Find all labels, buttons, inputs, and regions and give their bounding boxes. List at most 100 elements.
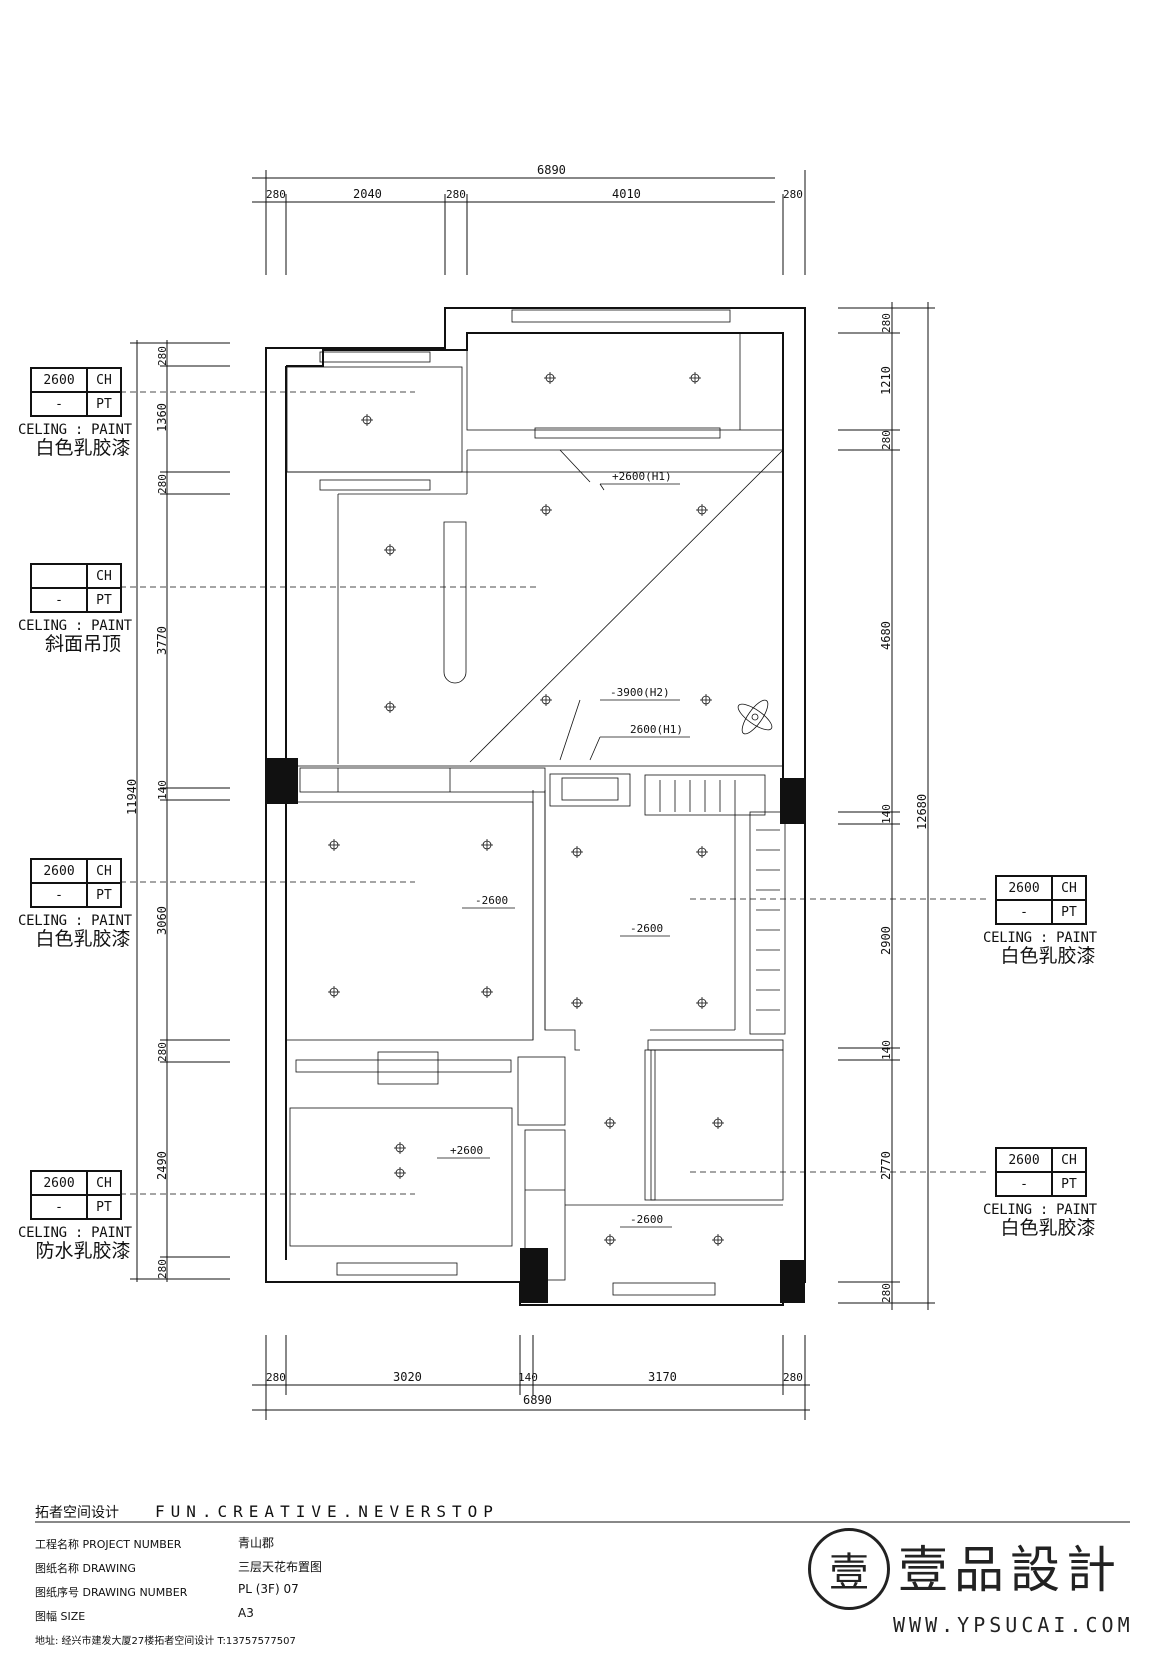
light-icon: [696, 997, 708, 1009]
dim-top-4: 4010: [612, 187, 641, 201]
light-icon: [571, 997, 583, 1009]
tag-ch-value: 2600: [31, 859, 87, 883]
seal-icon: 壹: [808, 1528, 890, 1610]
light-icon: [712, 1234, 724, 1246]
dim-left-1: 280: [156, 346, 169, 366]
footer-row-drawing: 图纸名称 DRAWING: [35, 1560, 136, 1576]
tag-title: CELING : PAINT: [983, 1202, 1097, 1218]
level-dining: -2600: [630, 922, 663, 935]
tag-ch-code: CH: [87, 1171, 121, 1195]
tag-ch-value: 2600: [996, 876, 1052, 900]
dim-left-9: 280: [156, 1259, 169, 1279]
dim-left-3: 280: [156, 474, 169, 494]
dim-left-7: 280: [156, 1042, 169, 1062]
ceiling-tag-6: 2600 CH - PT CELING : PAINT 白色乳胶漆: [983, 1147, 1113, 1238]
tag-pt-code: PT: [1052, 900, 1086, 924]
tag-pt-value: -: [31, 1195, 87, 1219]
light-icon: [384, 701, 396, 713]
tag-ch-value: 2600: [31, 368, 87, 392]
footer-value-size: A3: [238, 1606, 254, 1620]
dim-left-4: 3770: [155, 626, 169, 655]
logo-text: 壹品設計: [898, 1541, 1122, 1599]
floor-plan: [265, 307, 806, 1306]
light-icon: [328, 839, 340, 851]
dim-bottom-2: 3020: [393, 1370, 422, 1384]
light-icon: [540, 694, 552, 706]
tag-pt-value: -: [996, 1172, 1052, 1196]
tag-ch-value: 2600: [31, 1171, 87, 1195]
ceiling-tag-1: 2600 CH - PT CELING : PAINT 白色乳胶漆: [18, 367, 148, 458]
logo-url: WWW.YPSUCAI.COM: [893, 1613, 1134, 1637]
right-dimensions: 12680 280 1210 280 4680 140 2900 140 277…: [838, 302, 935, 1310]
tag-ch-code: CH: [1052, 876, 1086, 900]
tag-ch-code: CH: [87, 564, 121, 588]
dim-right-6: 2900: [879, 926, 893, 955]
dim-left-total: 11940: [125, 779, 139, 815]
light-icon: [700, 694, 712, 706]
footer-row-number: 图纸序号 DRAWING NUMBER: [35, 1584, 187, 1600]
bottom-dimensions: 280 3020 140 3170 280 6890: [252, 1335, 810, 1420]
leader-lines: [120, 391, 990, 1195]
footer-label: 图纸序号 DRAWING NUMBER: [35, 1586, 188, 1599]
tag-pt-value: -: [31, 588, 87, 612]
tag-finish: 白色乳胶漆: [1000, 1217, 1096, 1239]
tag-pt-code: PT: [1052, 1172, 1086, 1196]
tag-finish: 防水乳胶漆: [35, 1240, 131, 1262]
light-icon: [604, 1234, 616, 1246]
tag-ch-code: CH: [1052, 1148, 1086, 1172]
ceiling-tag-4: 2600 CH - PT CELING : PAINT 防水乳胶漆: [18, 1170, 148, 1261]
top-dimensions: 6890 280 2040 280 4010 280: [252, 163, 806, 275]
light-icon: [696, 504, 708, 516]
dim-left-2: 1360: [155, 403, 169, 432]
light-icon: [481, 986, 493, 998]
light-icon: [540, 504, 552, 516]
tag-ch-value: [31, 564, 87, 588]
dim-bottom-total: 6890: [523, 1393, 552, 1407]
level-kitchen: -2600: [630, 1213, 663, 1226]
footer-value-project: 青山郡: [238, 1536, 275, 1550]
tag-pt-value: -: [31, 392, 87, 416]
light-icon: [361, 414, 373, 426]
footer-row-project: 工程名称 PROJECT NUMBER: [35, 1536, 181, 1552]
footer-row-size: 图幅 SIZE: [35, 1608, 85, 1624]
dim-right-2: 1210: [879, 366, 893, 395]
tag-pt-code: PT: [87, 883, 121, 907]
dim-right-4: 4680: [879, 621, 893, 650]
light-icon: [328, 986, 340, 998]
dim-right-5: 140: [880, 804, 893, 824]
downlights: [328, 372, 773, 1246]
tag-finish: 斜面吊顶: [44, 633, 121, 655]
tag-finish: 白色乳胶漆: [35, 928, 131, 950]
tag-title: CELING : PAINT: [983, 930, 1097, 946]
tag-ch-value: 2600: [996, 1148, 1052, 1172]
light-icon: [481, 839, 493, 851]
level-h1: 2600(H1): [630, 723, 683, 736]
level-h1-top: +2600(H1): [612, 470, 672, 483]
wardrobe-hangers: [659, 780, 780, 1011]
dim-right-3: 280: [880, 430, 893, 450]
tag-pt-value: -: [996, 900, 1052, 924]
footer-value-drawing: 三层天花布置图: [238, 1560, 323, 1574]
dim-bottom-1: 280: [266, 1371, 286, 1384]
tag-pt-code: PT: [87, 588, 121, 612]
level-h2: -3900(H2): [610, 686, 670, 699]
footer-address: 地址: 经兴市建发大厦27楼拓者空间设计 T:13757577507: [35, 1636, 296, 1647]
light-icon: [696, 846, 708, 858]
level-labels: +2600(H1) -3900(H2) 2600(H1) -2600 -2600…: [437, 470, 690, 1228]
dim-top-2: 2040: [353, 187, 382, 201]
dim-bottom-4: 3170: [648, 1370, 677, 1384]
tag-pt-code: PT: [87, 1195, 121, 1219]
left-dimensions: 11940 280 1360 280 3770 140 3060 280 249…: [125, 340, 230, 1282]
ceiling-tag-3: 2600 CH - PT CELING : PAINT 白色乳胶漆: [18, 858, 148, 949]
light-icon: [712, 1117, 724, 1129]
dim-right-9: 280: [880, 1283, 893, 1303]
dim-left-6: 3060: [155, 906, 169, 935]
dim-top-1: 280: [266, 188, 286, 201]
tag-ch-code: CH: [87, 859, 121, 883]
firm-name-en: FUN.CREATIVE.NEVERSTOP: [155, 1502, 499, 1521]
footer-label: 工程名称 PROJECT NUMBER: [35, 1538, 182, 1551]
ceiling-tag-2: CH - PT CELING : PAINT 斜面吊顶: [18, 563, 148, 654]
ceiling-tag-5: 2600 CH - PT CELING : PAINT 白色乳胶漆: [983, 875, 1113, 966]
dim-right-8: 2770: [879, 1151, 893, 1180]
